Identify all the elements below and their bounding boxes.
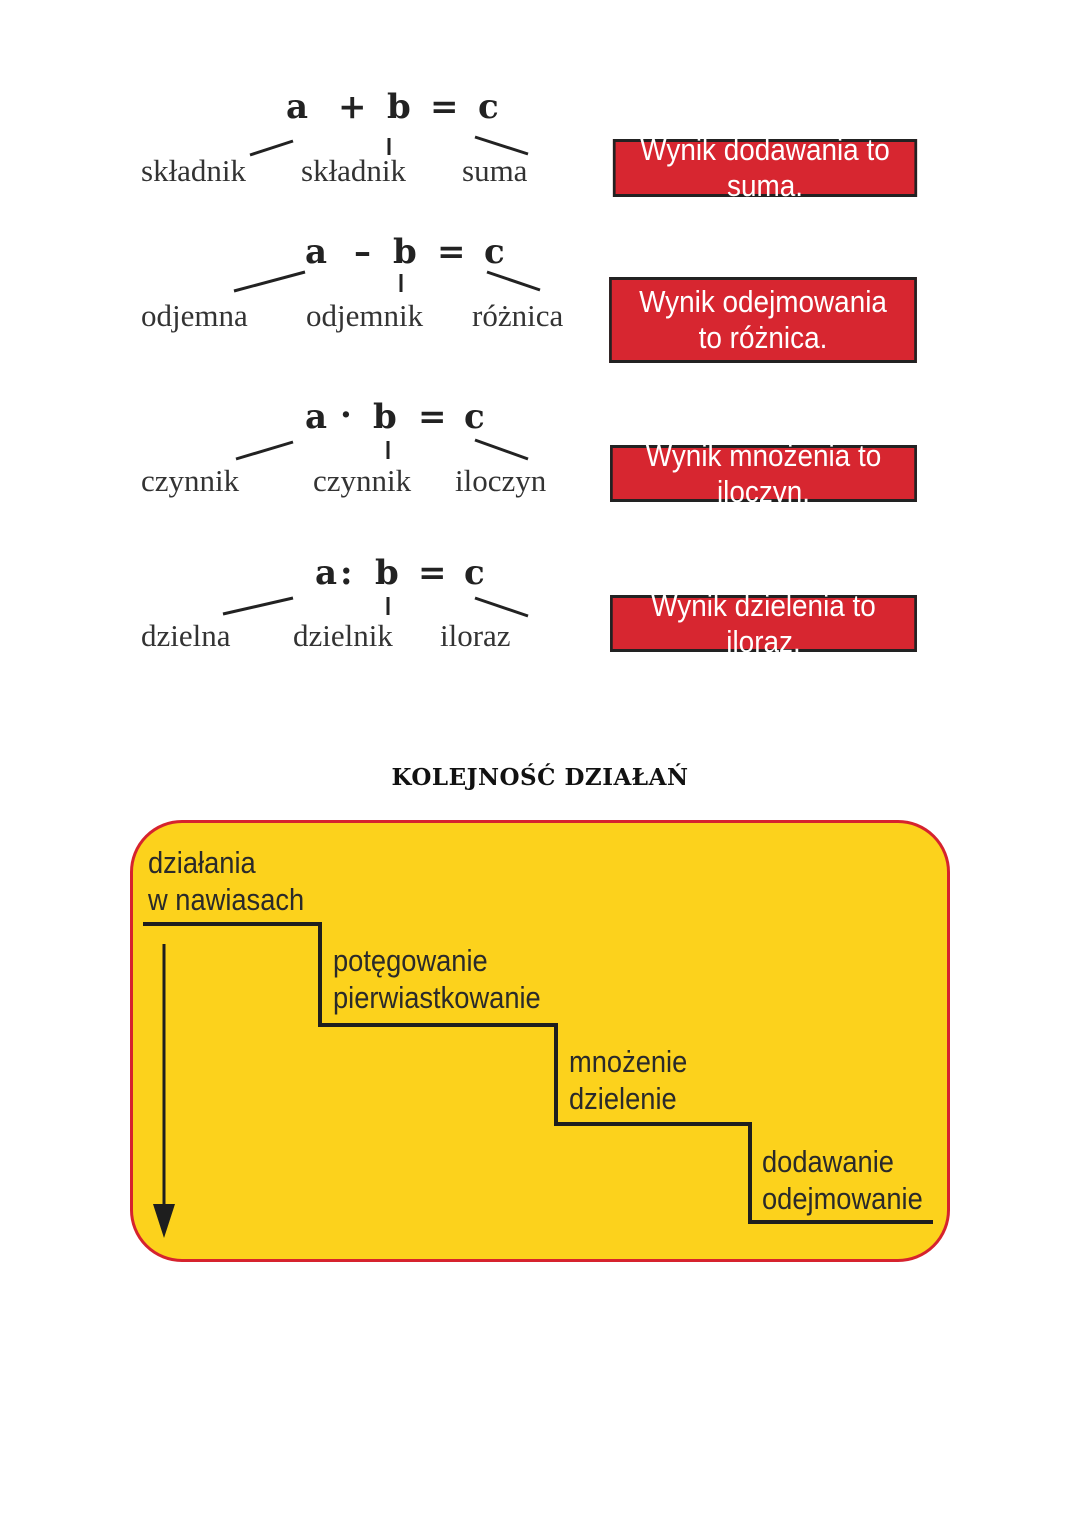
operator-divide: : (340, 553, 353, 593)
staircase-line (143, 922, 933, 1224)
symbol-b: b (393, 232, 417, 272)
term-subtrahend: odjemnik (306, 298, 424, 333)
result-box-line: Wynik mnożenia to iloczyn. (645, 437, 882, 509)
result-box-line: Wynik dodawania to suma. (640, 132, 890, 203)
equals-sign: = (437, 232, 466, 272)
term-sum: suma (462, 153, 528, 188)
arrow-down-icon (153, 1204, 175, 1238)
result-box-division: Wynik dzielenia to iloraz. (610, 588, 917, 659)
equals-sign: = (418, 553, 447, 593)
result-box-line: Wynik dzielenia to iloraz. (651, 587, 876, 659)
connector-line (249, 139, 294, 157)
result-box-line: to różnica. (698, 320, 828, 355)
term-addend-1: składnik (141, 153, 247, 188)
step-line: w nawiasach (148, 882, 305, 917)
step-line: dodawanie (762, 1144, 894, 1179)
term-minuend: odjemna (141, 298, 248, 333)
symbol-c: c (478, 87, 499, 127)
step-line: pierwiastkowanie (333, 980, 541, 1015)
division-connector-lines (222, 596, 529, 618)
operator-minus: – (354, 232, 371, 272)
step-multiply-divide: mnożenie dzielenie (569, 1043, 687, 1117)
connector-line (474, 596, 529, 618)
equals-sign: = (418, 397, 447, 437)
term-factor-1: czynnik (141, 463, 240, 498)
connector-line (474, 438, 529, 461)
operator-plus: + (338, 87, 367, 127)
equals-sign: = (430, 87, 459, 127)
step-add-subtract: dodawanie odejmowanie (762, 1143, 923, 1217)
step-parentheses: działania w nawiasach (148, 844, 304, 918)
term-difference: różnica (472, 298, 564, 333)
symbol-a: a (315, 553, 338, 593)
step-line: odejmowanie (762, 1181, 923, 1216)
step-line: działania (148, 845, 256, 880)
result-box-addition: Wynik dodawania to suma. (612, 132, 918, 203)
order-title: KOLEJNOŚĆ DZIAŁAŃ (391, 764, 689, 791)
step-line: dzielenie (569, 1081, 677, 1116)
result-box-line: Wynik odejmowania (639, 284, 887, 319)
symbol-b: b (373, 397, 397, 437)
symbol-c: c (464, 553, 485, 593)
result-box-subtraction: Wynik odejmowania to różnica. (609, 277, 917, 363)
step-line: mnożenie (569, 1044, 688, 1079)
result-box-multiplication: Wynik mnożenia to iloczyn. (610, 438, 917, 509)
step-powers-roots: potęgowanie pierwiastkowanie (333, 942, 541, 1016)
connector-line (486, 270, 541, 292)
connector-line (235, 440, 294, 461)
step-line: potęgowanie (333, 943, 488, 978)
order-panel (130, 820, 950, 1262)
term-addend-2: składnik (301, 153, 407, 188)
symbol-c: c (464, 397, 485, 437)
addition-connector-lines (249, 135, 529, 157)
connector-line (222, 596, 294, 616)
term-factor-2: czynnik (313, 463, 412, 498)
symbol-a: a (305, 232, 328, 272)
connector-line (474, 135, 529, 156)
term-quotient: iloraz (440, 618, 511, 653)
symbol-c: c (484, 232, 505, 272)
multiplication-connector-lines (235, 438, 529, 461)
symbol-b: b (387, 87, 411, 127)
subtraction-connector-lines (233, 270, 541, 293)
term-product: iloczyn (455, 463, 547, 498)
term-dividend: dzielna (141, 618, 231, 653)
symbol-a: a (305, 397, 328, 437)
operator-multiply: · (340, 395, 352, 435)
symbol-b: b (375, 553, 399, 593)
connector-line (233, 270, 306, 293)
term-divisor: dzielnik (293, 618, 393, 653)
symbol-a: a (286, 87, 309, 127)
